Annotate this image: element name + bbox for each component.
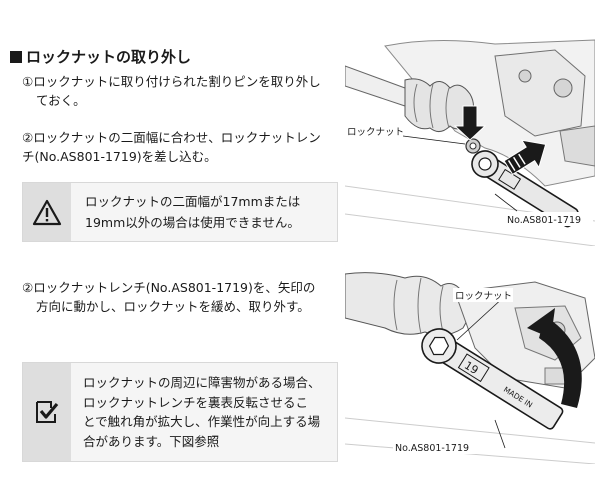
step-2-line-2: チ(No.AS801-1719)を差し込む。 — [22, 149, 217, 164]
step-3-instruction: ②ロックナットレンチ(No.AS801-1719)を、矢印の 方向に動かし、ロッ… — [22, 278, 315, 316]
step-2-line-1: ②ロックナットの二面幅に合わせ、ロックナットレン — [22, 130, 321, 145]
tool-label-2: No.AS801-1719 — [395, 443, 469, 454]
tool-label-1: No.AS801-1719 — [507, 215, 581, 226]
warning-triangle-icon — [32, 199, 62, 225]
warning-icon-cell — [23, 183, 71, 241]
nut-label-2: ロックナット — [455, 291, 512, 302]
wrench-size-marking: 19 — [462, 359, 481, 377]
warning-line-2: 19mm以外の場合は使用できません。 — [85, 215, 300, 230]
section-title-text: ロックナットの取り外し — [26, 48, 192, 66]
step-1-line-2: ておく。 — [36, 93, 86, 108]
step-1-instruction: ①ロックナットに取り付けられた割りピンを取り外し ておく。 — [22, 72, 321, 110]
checkmark-icon — [36, 401, 59, 423]
title-square-icon — [10, 50, 22, 63]
illustration-loosen-nut: 19 MADE IN ロックナット No.AS801-1719 — [344, 268, 596, 465]
tip-line-3: とで触れ角が拡大し、作業性が向上する場 — [83, 414, 321, 429]
warning-box: ロックナットの二面幅が17mmまたは 19mm以外の場合は使用できません。 — [22, 182, 338, 242]
tip-line-1: ロックナットの周辺に障害物がある場合、 — [83, 375, 321, 390]
nut-label-1: ロックナット — [347, 127, 404, 138]
step-2-instruction: ②ロックナットの二面幅に合わせ、ロックナットレン チ(No.AS801-1719… — [22, 128, 321, 166]
tip-line-4: 合があります。下図参照 — [83, 433, 220, 449]
illustration-insert-wrench: ロックナット No.AS801-1719 — [344, 36, 596, 247]
section-title: ロックナットの取り外し — [10, 46, 191, 67]
tip-text: ロックナットの周辺に障害物がある場合、 ロックナットレンチを裏表反転させるこ と… — [71, 363, 321, 461]
warning-line-1: ロックナットの二面幅が17mmまたは — [85, 194, 301, 209]
step-3-line-2: 方向に動かし、ロックナットを緩め、取り外す。 — [36, 299, 310, 314]
tip-line-2: ロックナットレンチを裏表反転させるこ — [83, 394, 309, 410]
tip-box: ロックナットの周辺に障害物がある場合、 ロックナットレンチを裏表反転させるこ と… — [22, 362, 338, 462]
tip-icon-cell — [23, 363, 71, 461]
step-3-line-1: ②ロックナットレンチ(No.AS801-1719)を、矢印の — [22, 280, 316, 295]
warning-text: ロックナットの二面幅が17mmまたは 19mm以外の場合は使用できません。 — [71, 183, 300, 241]
step-1-line-1: ①ロックナットに取り付けられた割りピンを取り外し — [22, 74, 321, 89]
